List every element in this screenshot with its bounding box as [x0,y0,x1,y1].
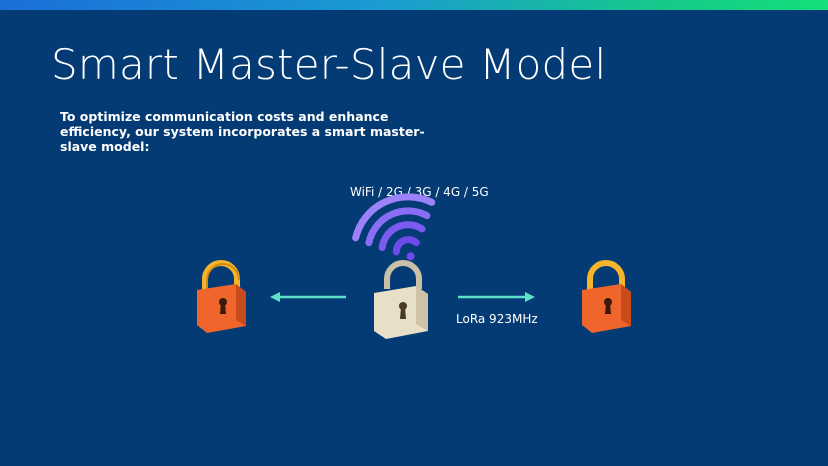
slave-lock-icon [197,260,246,333]
arrow-right-icon [458,292,535,302]
top-accent-bar [0,0,828,10]
master-lock-icon [374,260,428,339]
lora-label: LoRa 923MHz [456,312,538,326]
arrow-left-icon [270,292,346,302]
page-title: Smart Master-Slave Model [51,40,607,89]
page-subtitle: To optimize communication costs and enha… [60,109,425,154]
uplink-label: WiFi / 2G / 3G / 4G / 5G [350,185,489,199]
slave-lock-icon [582,260,631,333]
wifi-icon [352,193,436,261]
